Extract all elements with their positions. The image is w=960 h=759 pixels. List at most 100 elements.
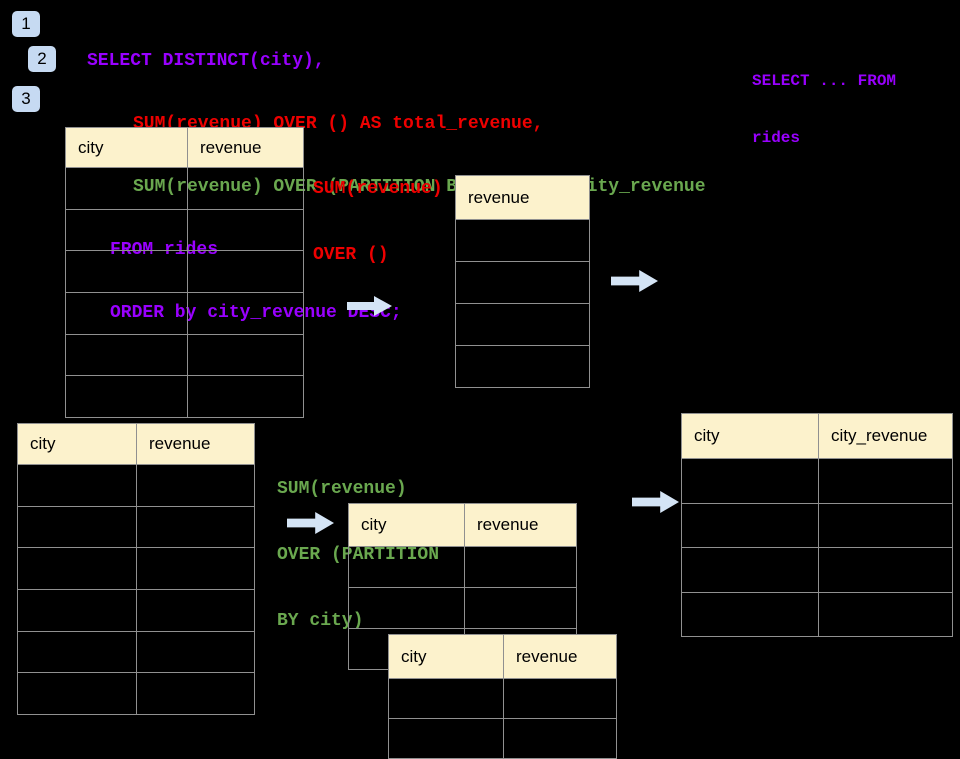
label-line: OVER () xyxy=(313,245,389,265)
table-row xyxy=(456,303,589,345)
table-row xyxy=(349,587,576,628)
table-cell xyxy=(66,293,187,334)
table-cell xyxy=(18,590,136,631)
table-header-row: revenue xyxy=(456,176,589,219)
table-cell xyxy=(682,548,818,592)
table-row xyxy=(18,505,254,548)
column-header: city_revenue xyxy=(818,414,952,458)
table-row xyxy=(682,502,952,547)
column-header: revenue xyxy=(464,504,576,546)
table-cell xyxy=(187,168,303,209)
table-cell xyxy=(136,590,254,631)
table-cell xyxy=(187,334,303,376)
table-row xyxy=(66,375,303,418)
table-cell xyxy=(136,548,254,590)
table-row xyxy=(682,458,952,503)
table-cell xyxy=(818,503,952,547)
table-cell xyxy=(389,719,503,758)
table-row xyxy=(456,345,589,387)
table-cell xyxy=(187,376,303,418)
table-cell xyxy=(136,631,254,673)
table-cell xyxy=(136,673,254,715)
table-row xyxy=(456,261,589,303)
table-cell xyxy=(187,209,303,251)
table-total-revenue-result: revenue xyxy=(455,175,590,388)
table-row xyxy=(66,292,303,334)
table-cell xyxy=(136,506,254,548)
table-cell xyxy=(818,592,952,636)
column-header: city xyxy=(66,128,187,167)
table-row xyxy=(18,547,254,590)
table-cell xyxy=(66,168,187,209)
label-line: SUM(revenue) xyxy=(277,479,407,499)
table-cell xyxy=(18,632,136,673)
column-header: city xyxy=(389,635,503,678)
table-cell xyxy=(66,210,187,251)
label-line: SUM(revenue) xyxy=(313,179,443,199)
sql-code-block: SELECT DISTINCT(city), SUM(revenue) OVER… xyxy=(87,9,706,345)
table-row xyxy=(349,546,576,587)
code-line-select: SELECT DISTINCT(city), xyxy=(87,51,325,71)
label-sum-over-total: SUM(revenue) OVER () xyxy=(313,134,443,288)
step-badge-2: 2 xyxy=(28,46,56,72)
table-row xyxy=(66,167,303,209)
table-cell xyxy=(818,548,952,592)
label-sum-over-partition: SUM(revenue) OVER (PARTITION BY city) xyxy=(277,434,439,654)
side-note-line: SELECT ... FROM xyxy=(752,72,897,90)
table-cell xyxy=(18,673,136,714)
table-cell xyxy=(66,335,187,376)
column-header: city xyxy=(18,424,136,464)
table-cell xyxy=(682,593,818,637)
table-cell xyxy=(456,346,589,387)
column-header: city xyxy=(682,414,818,458)
side-note-select-from-rides: SELECT ... FROM rides xyxy=(752,34,896,167)
column-header: city xyxy=(349,504,464,546)
column-header: revenue xyxy=(187,128,303,167)
table-row xyxy=(18,464,254,506)
code-line-from: FROM rides xyxy=(110,240,219,260)
table-row xyxy=(682,547,952,592)
table-row xyxy=(389,718,616,758)
step-badge-3: 3 xyxy=(12,86,40,112)
label-line: BY city) xyxy=(277,611,364,631)
step-badge-1: 1 xyxy=(12,11,40,37)
table-cell xyxy=(18,548,136,589)
table-cell xyxy=(456,220,589,261)
table-cell xyxy=(18,465,136,506)
table-cell xyxy=(187,251,303,293)
table-row xyxy=(18,672,254,715)
label-line: OVER (PARTITION xyxy=(277,545,440,565)
table-row xyxy=(18,630,254,673)
table-cell xyxy=(187,293,303,334)
table-cell xyxy=(389,679,503,718)
table-row xyxy=(18,589,254,631)
table-cell xyxy=(464,547,576,587)
table-cell xyxy=(18,507,136,548)
table-row xyxy=(66,333,303,376)
table-cell xyxy=(464,588,576,628)
table-cell xyxy=(136,465,254,506)
table-cell xyxy=(66,251,187,292)
table-row xyxy=(66,250,303,293)
side-note-line: rides xyxy=(752,129,801,147)
table-row xyxy=(456,219,589,261)
column-header: revenue xyxy=(503,635,616,678)
table-cell xyxy=(503,719,616,758)
column-header: revenue xyxy=(456,176,589,219)
table-cell xyxy=(682,459,818,503)
column-header: revenue xyxy=(136,424,254,464)
table-cell xyxy=(503,679,616,718)
table-cell xyxy=(456,262,589,303)
table-cell xyxy=(349,588,464,628)
table-cell xyxy=(349,547,464,587)
table-row xyxy=(682,591,952,637)
table-row xyxy=(389,678,616,718)
